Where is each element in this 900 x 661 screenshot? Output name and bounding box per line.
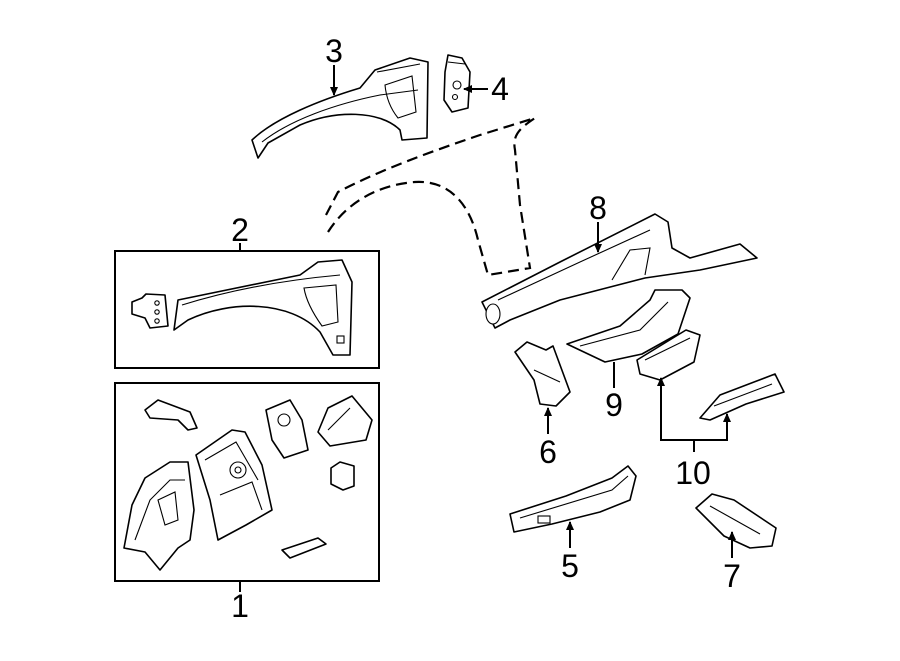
- callout-8: 8: [589, 190, 607, 226]
- callout-2: 2: [231, 212, 249, 248]
- callout-3: 3: [325, 33, 343, 69]
- callout-9: 9: [605, 387, 623, 423]
- part-4-bracket: [443, 54, 471, 113]
- part-10-rail-extensions: [636, 329, 785, 421]
- callout-4: 4: [491, 71, 509, 107]
- callout-10: 10: [675, 455, 711, 491]
- part-1-apron-components: [123, 395, 373, 571]
- callout-7: 7: [723, 558, 741, 594]
- callout-5: 5: [561, 548, 579, 584]
- part-6-bracket: [514, 341, 571, 407]
- part-7-bracket: [695, 493, 777, 549]
- fender-reference-outline: [325, 116, 536, 277]
- part-2-fender-assembly: [131, 259, 353, 356]
- part-5-reinforcement: [509, 465, 637, 533]
- part-8-frame-rail: [481, 213, 758, 329]
- callout-1: 1: [231, 588, 249, 624]
- callout-6: 6: [539, 434, 557, 470]
- part-3-fender-panel: [251, 57, 429, 159]
- part-9-rail-section: [566, 289, 691, 363]
